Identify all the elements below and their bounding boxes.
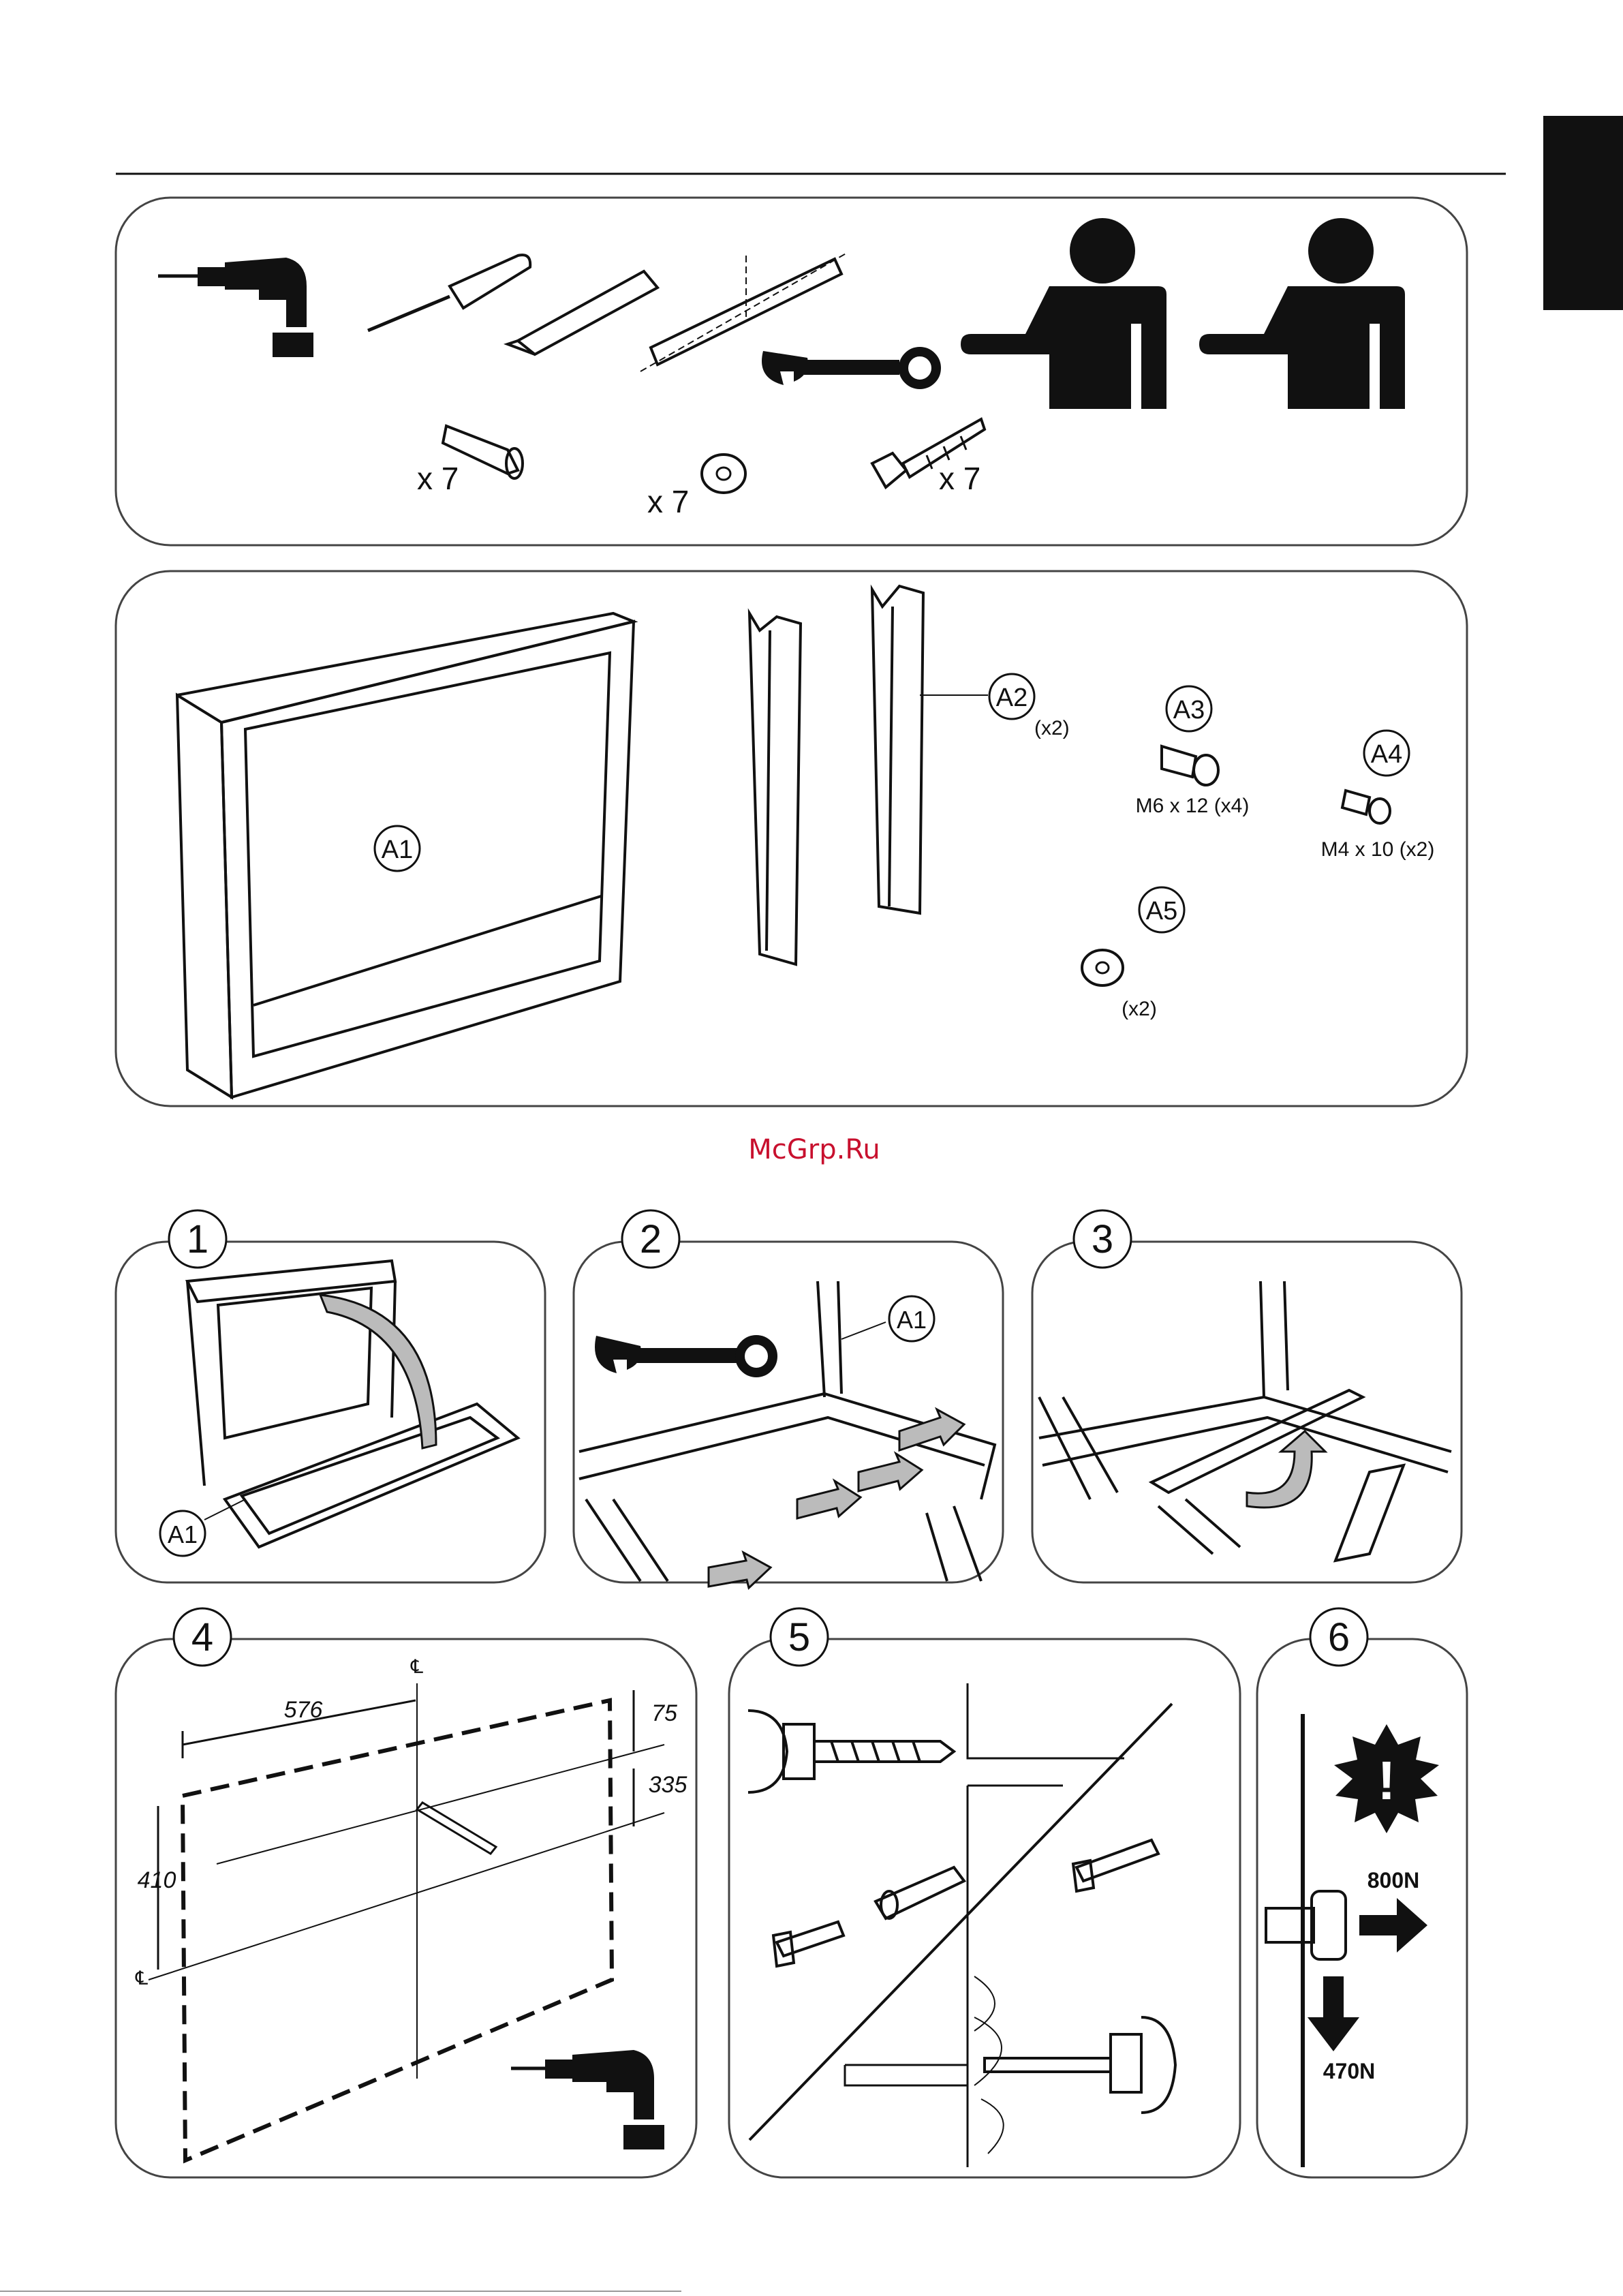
drill-icon [158, 258, 313, 357]
shear-arrow-icon [1308, 1976, 1359, 2051]
a5-callout: A5 (x2) [1082, 887, 1184, 1020]
washer-quantity: x 7 [647, 484, 689, 519]
step-5-panel [729, 1639, 1240, 2177]
svg-text:M4 x 10 (x2): M4 x 10 (x2) [1321, 838, 1435, 861]
wood-bit-icon [985, 2017, 1175, 2113]
warning-burst-icon: ! [1334, 1724, 1439, 1833]
wall-template-drawing [149, 1683, 664, 2160]
vertical-force: 470N [1323, 2059, 1376, 2083]
wrench-icon [762, 351, 936, 385]
step-2-callout: A1 [889, 1296, 934, 1341]
a4-callout: A4 M4 x 10 (x2) [1321, 731, 1435, 861]
dimension-middle: 335 [649, 1772, 687, 1798]
step-2-number: 2 [622, 1210, 679, 1268]
svg-text:A3: A3 [1173, 696, 1205, 724]
step-4-number: 4 [174, 1608, 231, 1666]
svg-text:A1: A1 [168, 1520, 198, 1548]
step-4-drill-icon [511, 2050, 664, 2149]
masonry-bit-icon [748, 1711, 954, 1792]
bracket-a2-drawing [749, 586, 988, 964]
svg-text:A4: A4 [1371, 740, 1402, 769]
cl-mark-left: ℄ [135, 1968, 148, 1989]
a3-callout: A3 M6 x 12 (x4) [1136, 686, 1250, 817]
svg-text:A2: A2 [996, 684, 1027, 712]
dimension-height: 410 [138, 1867, 176, 1893]
cl-mark-top: ℄ [410, 1656, 423, 1677]
two-persons-icon [961, 218, 1405, 409]
svg-text:A5: A5 [1146, 897, 1177, 925]
step-6-number: 6 [1310, 1608, 1367, 1666]
svg-text:!: ! [1378, 1750, 1396, 1811]
pull-arrow-icon [1359, 1898, 1427, 1953]
plug-and-screw-icon [773, 1867, 964, 1966]
a1-callout: A1 [375, 826, 420, 871]
svg-text:3: 3 [1092, 1217, 1113, 1261]
svg-text:A1: A1 [897, 1306, 927, 1334]
step-1-drawing [187, 1261, 518, 1547]
svg-text:(x2): (x2) [1034, 717, 1070, 739]
svg-text:2: 2 [640, 1217, 662, 1261]
screwdriver-icon [368, 255, 530, 331]
plug-quantity: x 7 [417, 461, 459, 496]
screw-quantity: x 7 [939, 461, 980, 496]
washer-icon [702, 455, 745, 493]
wood-screw-icon [1073, 1840, 1158, 1891]
svg-text:4: 4 [191, 1615, 213, 1659]
step-1-callout: A1 [160, 1511, 205, 1556]
step-5-number: 5 [771, 1608, 828, 1666]
parts-panel [116, 571, 1467, 1106]
svg-text:5: 5 [788, 1615, 810, 1659]
section-tab [1543, 116, 1623, 310]
spirit-level-icon [640, 252, 848, 371]
svg-text:(x2): (x2) [1122, 998, 1157, 1020]
watermark: McGrp.Ru [748, 1134, 880, 1165]
dimension-width: 576 [284, 1697, 323, 1723]
step-4-panel [116, 1639, 696, 2177]
svg-text:6: 6 [1328, 1615, 1350, 1659]
step-2-wrench-icon [595, 1336, 773, 1373]
step-3-number: 3 [1074, 1210, 1131, 1268]
svg-text:M6 x 12 (x4): M6 x 12 (x4) [1136, 795, 1250, 817]
anchor-fixing-icon [1266, 1891, 1346, 1959]
svg-text:A1: A1 [382, 836, 413, 864]
svg-text:1: 1 [187, 1217, 208, 1261]
step-1-number: 1 [169, 1210, 226, 1268]
step-3-drawing [1039, 1281, 1451, 1561]
dimension-top: 75 [651, 1700, 677, 1726]
a2-callout: A2 (x2) [989, 674, 1070, 739]
horizontal-force: 800N [1367, 1868, 1420, 1893]
step-3-panel [1032, 1242, 1462, 1582]
pencil-icon [508, 271, 658, 354]
